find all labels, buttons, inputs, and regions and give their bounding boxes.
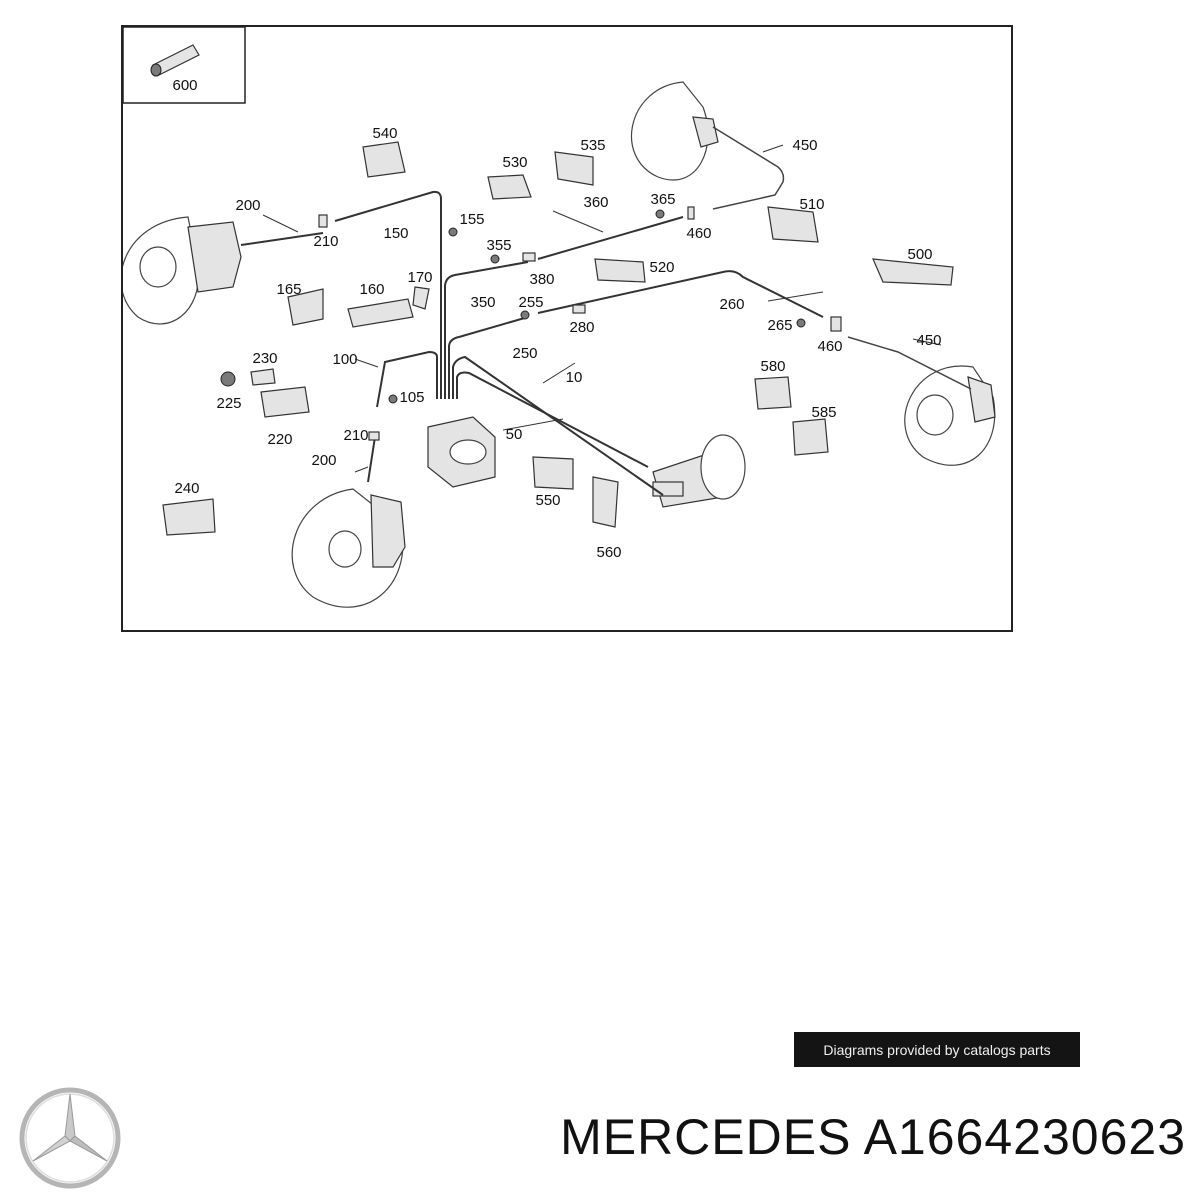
clip-210a-icon [318, 214, 328, 228]
abs-hydraulic-unit [427, 416, 496, 488]
screw-155-icon [448, 227, 458, 237]
callout-220: 220 [267, 431, 292, 448]
callout-265: 265 [767, 317, 792, 334]
holder-580-icon [754, 376, 792, 410]
mercedes-star-icon [19, 1087, 121, 1189]
clip-210b-icon [368, 431, 380, 441]
callout-460b: 460 [817, 338, 842, 355]
bolt-225-icon [220, 371, 236, 387]
screw-255-icon [520, 310, 530, 320]
callout-240: 240 [174, 480, 199, 497]
callout-255: 255 [518, 294, 543, 311]
page-title: MERCEDES A1664230623 [560, 1109, 1186, 1165]
callout-165: 165 [276, 281, 301, 298]
credit-badge: Diagrams provided by catalogs parts [794, 1032, 1080, 1067]
callout-230: 230 [252, 350, 277, 367]
callout-labels: 540 535 530 450 200 210 150 155 360 365 … [174, 125, 941, 561]
screw-365-icon [655, 209, 665, 219]
inset-box: 600 [123, 27, 246, 104]
front-right-brake-disc [631, 81, 719, 181]
brake-pipes [240, 126, 972, 496]
callout-365: 365 [650, 191, 675, 208]
clip-520-icon [594, 258, 646, 283]
bracket-500-icon [872, 258, 954, 286]
callout-580: 580 [760, 358, 785, 375]
rear-left-brake-disc [291, 488, 406, 608]
callout-560: 560 [596, 544, 621, 561]
bracket-240-icon [162, 498, 216, 536]
callout-450a: 450 [792, 137, 817, 154]
screw-105-icon [388, 394, 398, 404]
callout-280: 280 [569, 319, 594, 336]
holder-585-icon [792, 418, 829, 456]
connector-280-icon [572, 304, 586, 314]
callout-210a: 210 [313, 233, 338, 250]
holder-510-icon [767, 206, 819, 243]
callout-200b: 200 [311, 452, 336, 469]
callout-350: 350 [470, 294, 495, 311]
callout-105: 105 [399, 389, 424, 406]
screw-355-icon [490, 254, 500, 264]
bracket-560-icon [592, 476, 619, 528]
bracket-220-icon [260, 386, 310, 418]
clip-230-icon [250, 368, 276, 386]
leader-lines [262, 144, 942, 473]
callout-50: 50 [506, 426, 523, 443]
connector-380-icon [522, 252, 536, 262]
clip-530-icon [487, 174, 532, 200]
callout-100: 100 [332, 351, 357, 368]
callout-160: 160 [359, 281, 384, 298]
callout-210b: 210 [343, 427, 368, 444]
sleeve-part-icon [150, 44, 200, 77]
callout-355: 355 [486, 237, 511, 254]
callout-155: 155 [459, 211, 484, 228]
front-left-brake-disc [123, 216, 242, 325]
callout-150: 150 [383, 225, 408, 242]
callout-170: 170 [407, 269, 432, 286]
callout-260: 260 [719, 296, 744, 313]
callout-200a: 200 [235, 197, 260, 214]
callout-530: 530 [502, 154, 527, 171]
inset-label: 600 [172, 77, 197, 94]
clip-535-icon [554, 151, 594, 186]
plate-160-icon [347, 298, 414, 328]
callout-520: 520 [649, 259, 674, 276]
clip-550-icon [532, 456, 574, 490]
callout-380: 380 [529, 271, 554, 288]
bracket-540-icon [362, 141, 406, 178]
callout-460a: 460 [686, 225, 711, 242]
bracket-165-icon [287, 288, 324, 326]
callout-250: 250 [512, 345, 537, 362]
clip-170-icon [412, 286, 430, 310]
callout-550: 550 [535, 492, 560, 509]
callout-10: 10 [566, 369, 583, 386]
callout-360: 360 [583, 194, 608, 211]
clip-460a-icon [687, 206, 695, 220]
brake-booster-master-cylinder [652, 434, 746, 508]
callout-500: 500 [907, 246, 932, 263]
callout-450b: 450 [916, 332, 941, 349]
callout-535: 535 [580, 137, 605, 154]
screw-265-icon [796, 318, 806, 328]
callout-585: 585 [811, 404, 836, 421]
rear-right-brake-disc [904, 365, 996, 466]
callout-510: 510 [799, 196, 824, 213]
callout-540: 540 [372, 125, 397, 142]
callout-225: 225 [216, 395, 241, 412]
brake-lines-diagram: 600 [123, 27, 996, 608]
parts-diagram: 600 [121, 25, 1013, 632]
clip-460b-icon [830, 316, 842, 332]
